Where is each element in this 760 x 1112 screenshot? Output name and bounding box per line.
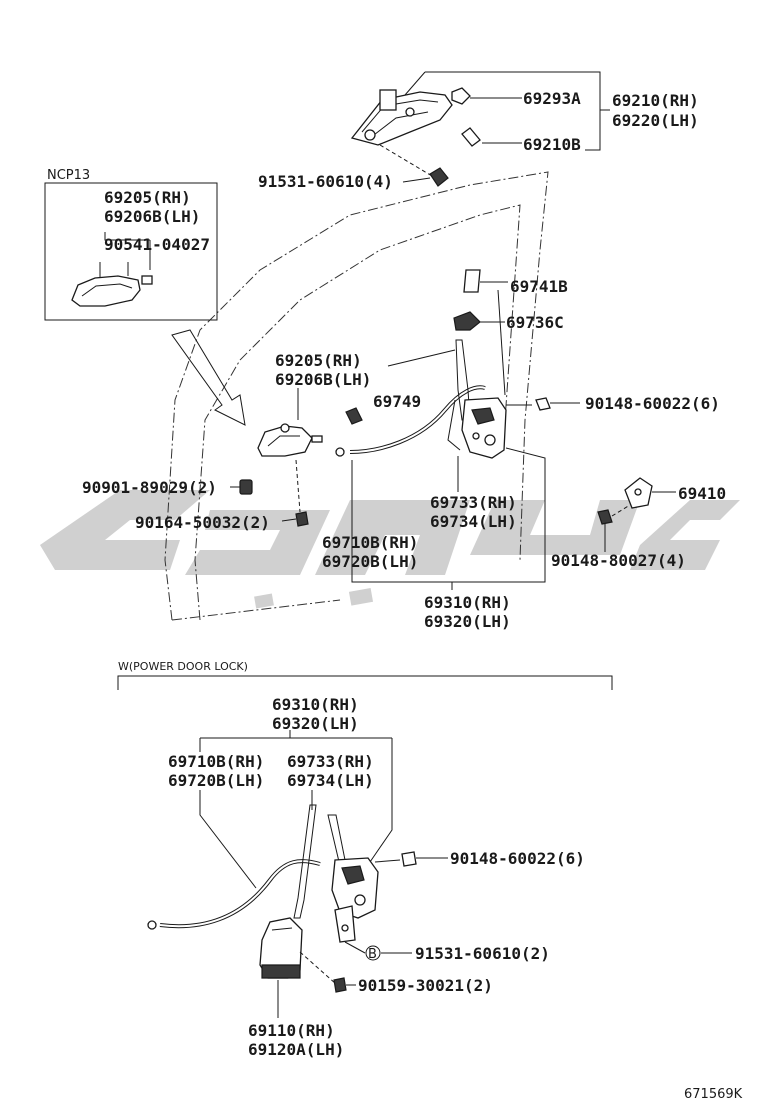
label-69310-rh: 69310(RH) <box>424 593 511 612</box>
door-lock-striker-69410 <box>624 477 653 509</box>
screw-90164 <box>295 511 309 527</box>
label-69741B: 69741B <box>510 277 568 296</box>
label-w-69310-rh: 69310(RH) <box>272 695 359 714</box>
label-w-91531-60610-2: 91531-60610(2) <box>415 944 550 963</box>
label-69293A: 69293A <box>523 89 581 108</box>
screw-90148-80027 <box>597 509 613 525</box>
label-ncp13-69205: 69205(RH) <box>104 188 191 207</box>
label-ncp13: NCP13 <box>47 168 90 183</box>
handle-cap-69293A <box>451 87 471 105</box>
label-69205-rh: 69205(RH) <box>275 351 362 370</box>
label-w-69320-lh: 69320(LH) <box>272 714 359 733</box>
remote-cable-69710B <box>335 385 486 457</box>
label-w-69120A-lh: 69120A(LH) <box>248 1040 344 1059</box>
label-90164-50032-2: 90164-50032(2) <box>135 513 270 532</box>
label-90148-80027-4: 90148-80027(4) <box>551 551 686 570</box>
label-69733-rh: 69733(RH) <box>430 493 517 512</box>
label-69736C: 69736C <box>506 313 564 332</box>
diagram-id: 671569K <box>684 1087 743 1102</box>
w-screw-90159 <box>333 977 347 993</box>
label-90901-89029-2: 90901-89029(2) <box>82 478 217 497</box>
clip-69749 <box>345 407 363 425</box>
label-ncp13-69206B: 69206B(LH) <box>104 207 200 226</box>
label-91531-60610-4: 91531-60610(4) <box>258 172 393 191</box>
label-69749: 69749 <box>373 392 421 411</box>
outside-door-handle <box>350 89 453 146</box>
lock-knob-69741B <box>463 269 481 293</box>
label-ncp13-90541: 90541-04027 <box>104 235 210 254</box>
label-w-90159-30021-2: 90159-30021(2) <box>358 976 493 995</box>
label-w-69734-lh: 69734(LH) <box>287 771 374 790</box>
bumper-90901 <box>239 479 253 495</box>
label-69710B-rh: 69710B(RH) <box>322 533 418 552</box>
door-frame-outline <box>164 171 549 621</box>
label-69210-rh: 69210(RH) <box>612 91 699 110</box>
w-remote-cable <box>147 859 321 930</box>
marker-b-circle <box>365 945 381 961</box>
w-door-lock-assembly <box>331 857 379 943</box>
inside-door-handle <box>257 423 323 457</box>
label-69720B-lh: 69720B(LH) <box>322 552 418 571</box>
label-69220-lh: 69220(LH) <box>612 111 699 130</box>
w-screw-90148-60022 <box>401 851 417 867</box>
label-69734-lh: 69734(LH) <box>430 512 517 531</box>
label-w-69710B-rh: 69710B(RH) <box>168 752 264 771</box>
w-lock-actuator-69110 <box>259 917 303 979</box>
screw-90148-60022 <box>535 397 551 411</box>
label-w-69110-rh: 69110(RH) <box>248 1021 335 1040</box>
label-69410: 69410 <box>678 484 726 503</box>
label-w-power-door-lock: W(POWER DOOR LOCK) <box>118 660 248 673</box>
label-w-69720B-lh: 69720B(LH) <box>168 771 264 790</box>
label-90148-60022-6: 90148-60022(6) <box>585 394 720 413</box>
bolt-91531 <box>429 167 449 187</box>
label-69206B-lh: 69206B(LH) <box>275 370 371 389</box>
label-69210B: 69210B <box>523 135 581 154</box>
label-w-90148-60022-6: 90148-60022(6) <box>450 849 585 868</box>
door-lock-assembly <box>461 397 507 459</box>
label-69320-lh: 69320(LH) <box>424 612 511 631</box>
w-section-bracket <box>117 675 613 690</box>
ncp13-inset <box>44 182 218 321</box>
label-w-69733-rh: 69733(RH) <box>287 752 374 771</box>
handle-screw-69210B <box>461 127 481 147</box>
lock-bushing-69736C <box>453 311 481 331</box>
watermark-logo <box>40 490 740 609</box>
label-w-marker-b: B <box>368 947 377 962</box>
reference-arrow <box>171 329 246 426</box>
